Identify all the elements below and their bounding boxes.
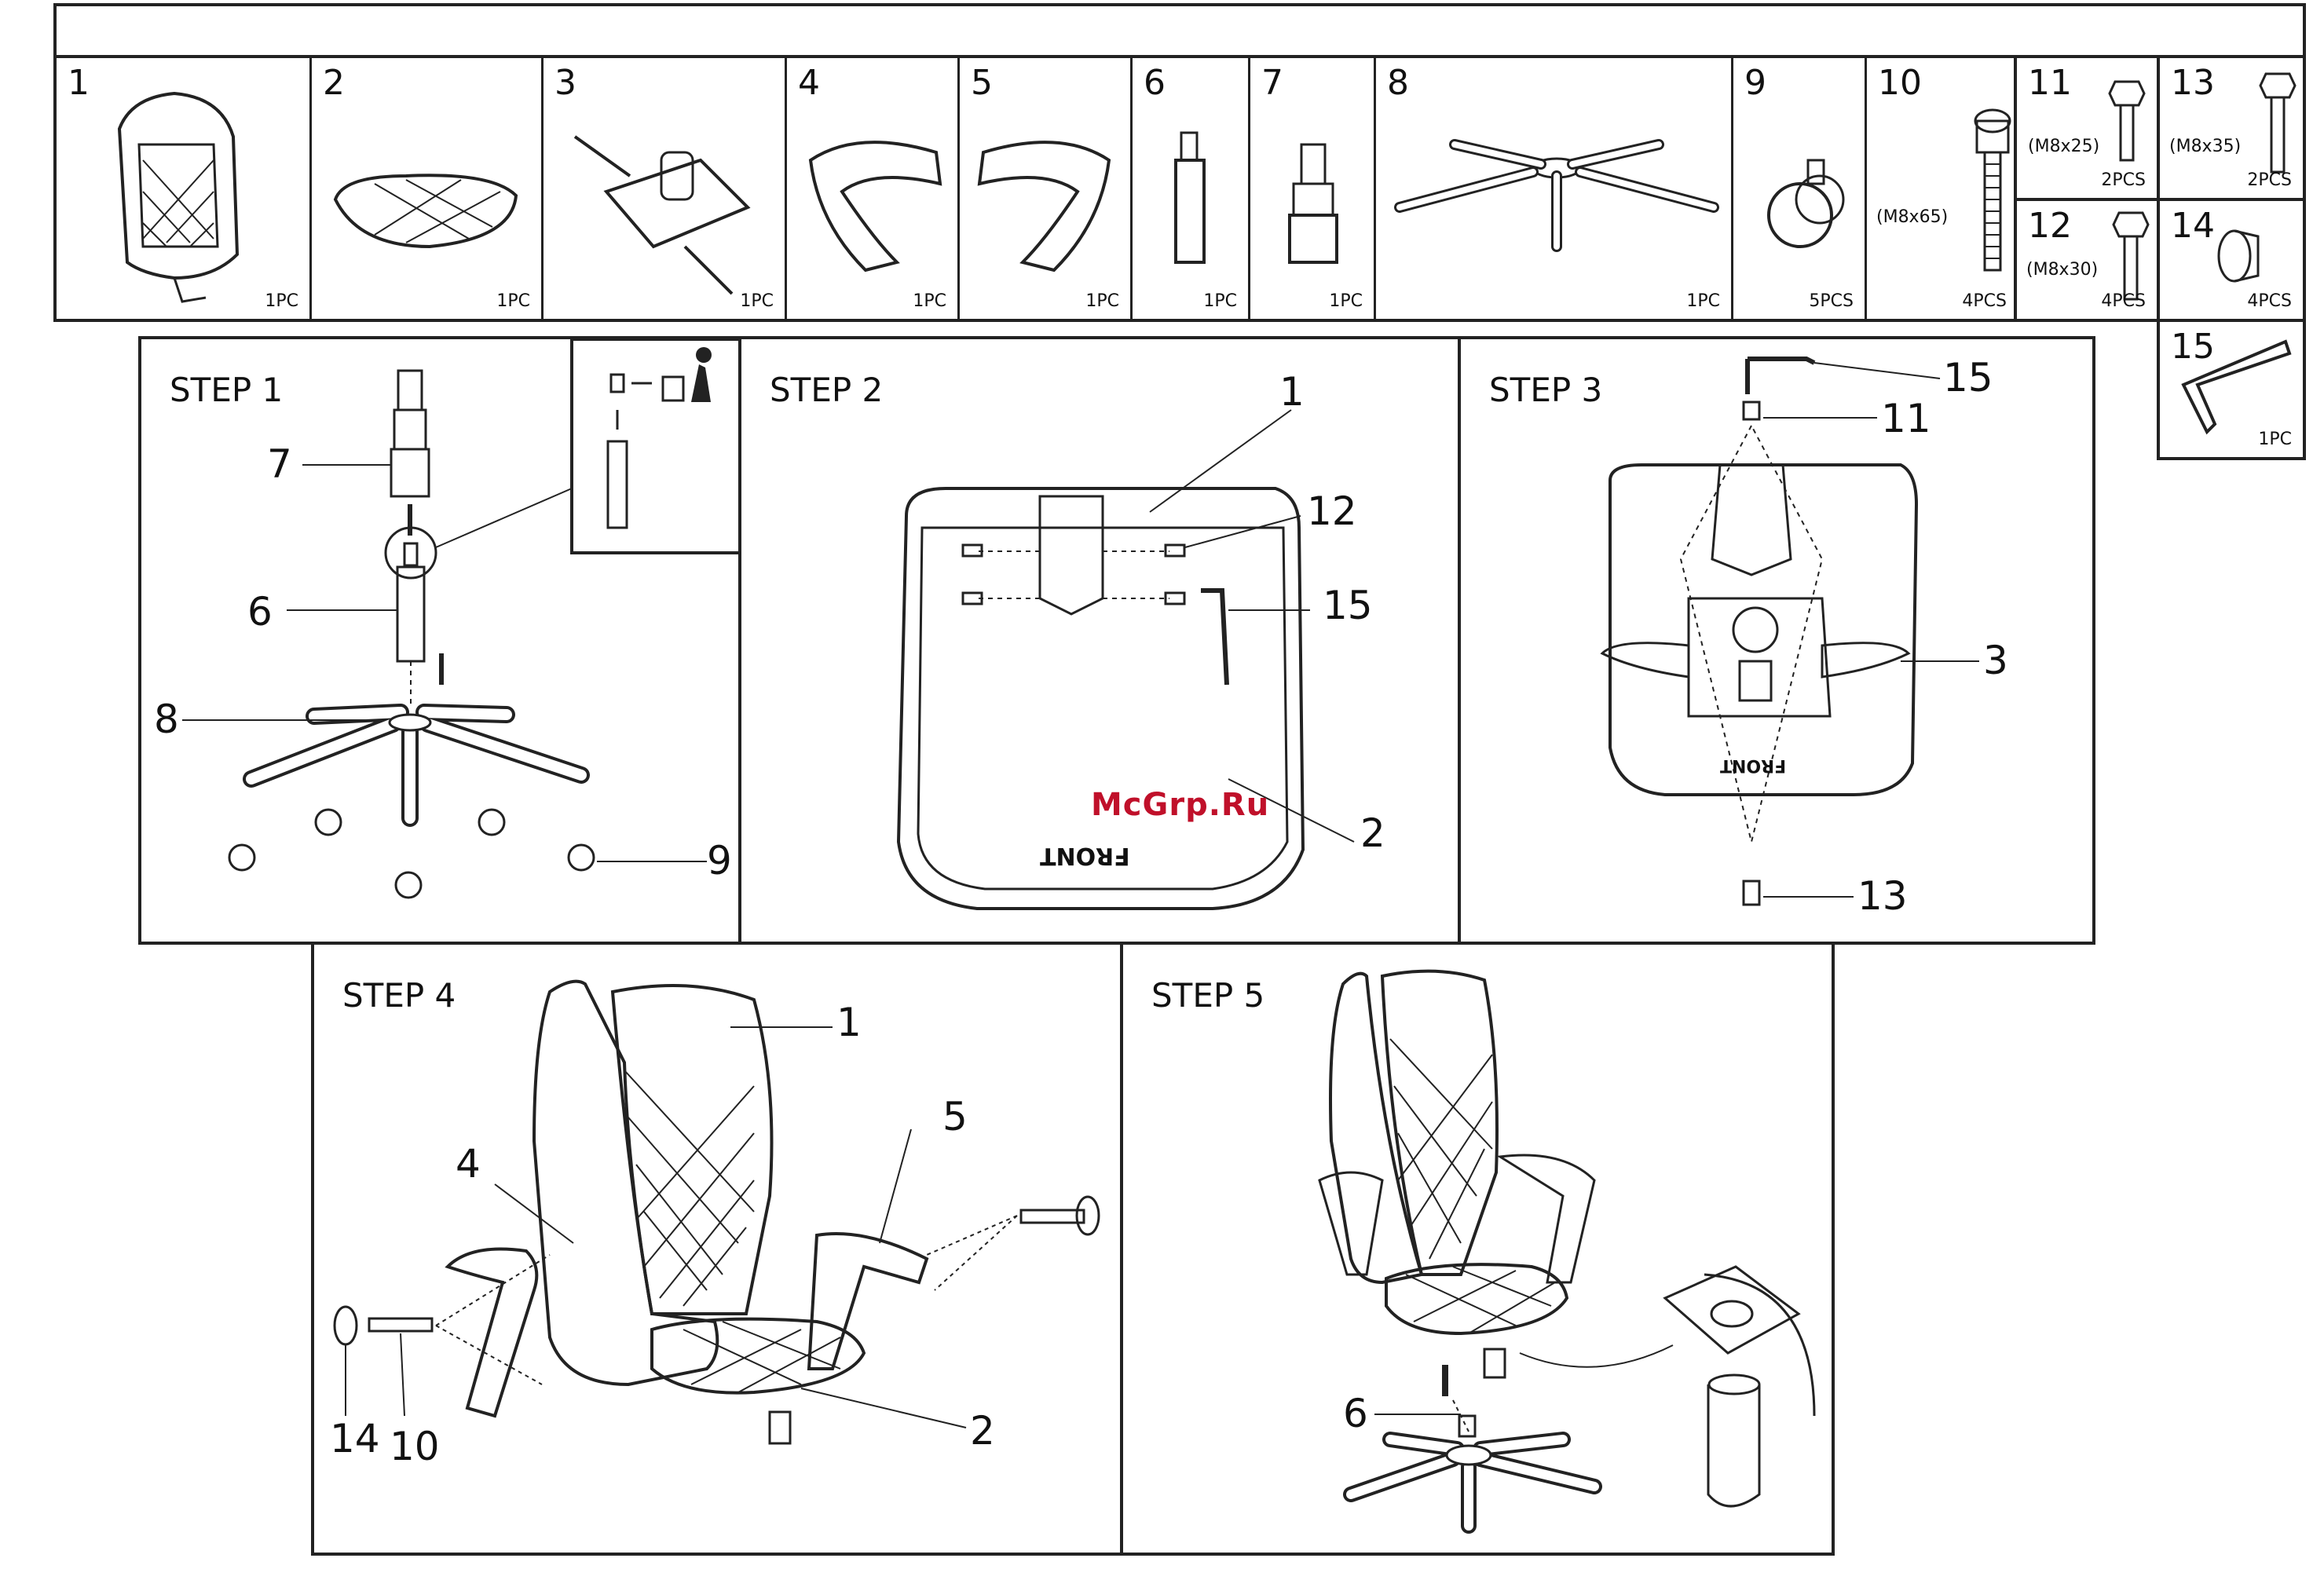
long-bolt-icon — [1867, 58, 2020, 325]
callout-label: 8 — [154, 697, 179, 742]
part-qty: 1PC — [1203, 291, 1237, 311]
step-3-panel: STEP 3 15 11 3 13 FRONT — [1458, 336, 2095, 945]
left-armrest-icon — [787, 58, 960, 325]
callout-label: 10 — [390, 1424, 440, 1469]
part-qty: 2PCS — [2247, 170, 2292, 190]
part-cell-13: 13 (M8x35) 2PCS — [2157, 55, 2306, 201]
callout-label: 6 — [1343, 1391, 1368, 1436]
part-cell-8: 8 1PC — [1376, 58, 1733, 319]
part-qty: 2PCS — [2101, 170, 2146, 190]
front-label: FRONT — [1040, 842, 1130, 869]
parts-row: 1 1PC 2 1PC 3 1PC 4 1PC 5 — [53, 55, 2017, 322]
part-cell-11: 11 (M8x25) 2PCS — [2014, 55, 2160, 201]
callout-label: 15 — [1943, 355, 1993, 400]
front-label: FRONT — [1720, 755, 1786, 775]
step-4-panel: STEP 4 1 4 5 14 10 2 — [311, 942, 1123, 1556]
part-cell-9: 9 5PCS — [1733, 58, 1867, 319]
callout-label: 14 — [330, 1416, 380, 1461]
part-cell-6: 6 1PC — [1133, 58, 1250, 319]
right-armrest-icon — [960, 58, 1133, 325]
part-qty: 1PC — [265, 291, 298, 311]
part-qty: 1PC — [2258, 430, 2292, 449]
part-cell-15: 15 1PC — [2157, 319, 2306, 460]
header-strip — [53, 3, 2306, 58]
part-qty: 1PC — [1329, 291, 1363, 311]
part-qty: 1PC — [740, 291, 774, 311]
callout-label: 2 — [1360, 810, 1385, 856]
callout-label: 3 — [1983, 638, 2008, 683]
part-cell-3: 3 1PC — [543, 58, 787, 319]
step-2-panel: STEP 2 1 12 15 2 FRONT McGrp.Ru — [738, 336, 1461, 945]
callout-label: 11 — [1881, 396, 1931, 441]
gas-lift-icon — [1133, 58, 1250, 325]
star-base-icon — [1376, 58, 1733, 325]
part-qty: 4PCS — [1962, 291, 2007, 311]
part-cell-2: 2 1PC — [312, 58, 543, 319]
backrest-icon — [57, 58, 312, 325]
part-qty: 1PC — [496, 291, 530, 311]
callout-label: 12 — [1307, 488, 1357, 534]
caster-wheel-icon — [1733, 58, 1867, 325]
callout-label: 1 — [1279, 369, 1305, 415]
seat-cushion-icon — [312, 58, 543, 325]
part-qty: 1PC — [1085, 291, 1119, 311]
callout-label: 9 — [707, 838, 732, 883]
part-cell-1: 1 1PC — [57, 58, 312, 319]
part-cell-7: 7 1PC — [1250, 58, 1376, 319]
callout-label: 4 — [456, 1141, 481, 1187]
part-qty: 4PCS — [2247, 291, 2292, 311]
callout-label: 15 — [1323, 583, 1373, 628]
callout-label: 2 — [970, 1408, 995, 1454]
part-qty: 1PC — [913, 291, 946, 311]
cylinder-cover-icon — [1250, 58, 1376, 325]
step-5-diagram — [1123, 945, 1838, 1559]
part-qty: 4PCS — [2101, 291, 2146, 311]
step-1-diagram — [141, 339, 745, 948]
part-cell-5: 5 1PC — [960, 58, 1133, 319]
part-cell-12: 12 (M8x30) 4PCS — [2014, 198, 2160, 322]
callout-label: 5 — [942, 1094, 968, 1139]
part-cell-10: 10 (M8x65) 4PCS — [1867, 58, 2020, 319]
callout-label: 1 — [836, 1000, 862, 1045]
callout-label: 7 — [267, 441, 292, 487]
part-cell-4: 4 1PC — [787, 58, 960, 319]
part-qty: 5PCS — [1809, 291, 1854, 311]
step-1-panel: STEP 1 7 6 8 — [138, 336, 741, 945]
callout-label: 13 — [1857, 873, 1908, 919]
tilt-mechanism-icon — [543, 58, 787, 325]
watermark: McGrp.Ru — [1091, 787, 1269, 823]
callout-label: 6 — [247, 589, 273, 635]
part-cell-14: 14 4PCS — [2157, 198, 2306, 322]
step-5-panel: STEP 5 6 — [1120, 942, 1835, 1556]
part-qty: 1PC — [1686, 291, 1720, 311]
